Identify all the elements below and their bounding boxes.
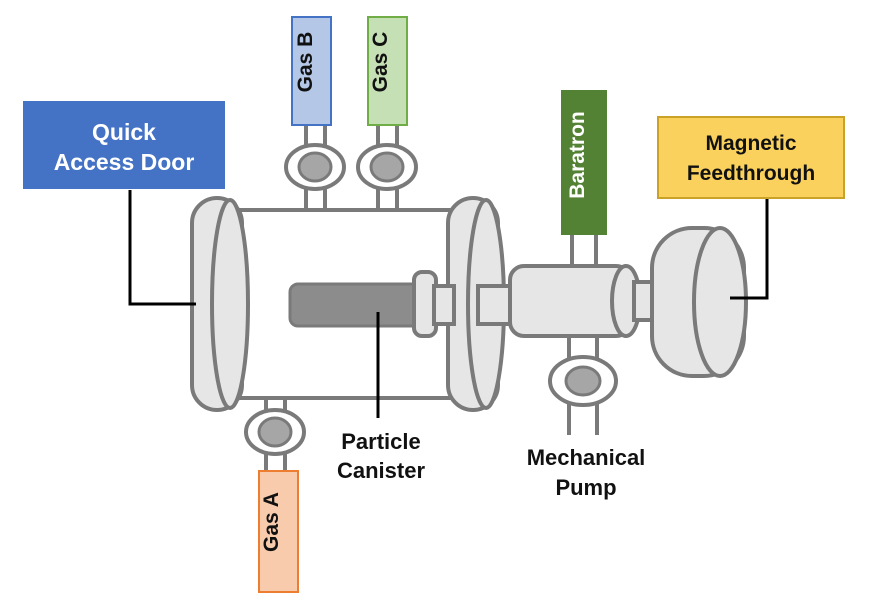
- gas-a-box: [258, 470, 299, 593]
- canister-shaft: [432, 284, 456, 326]
- mechanical-pump-callout: Mechanical Pump: [527, 445, 646, 500]
- particle-canister-label-line2: Canister: [337, 458, 425, 483]
- quick-access-door-label-line1: Quick: [92, 119, 156, 145]
- gas-c-inlet: Gas C: [356, 16, 418, 212]
- mechanical-pump-label-line1: Mechanical: [527, 445, 646, 470]
- magnetic-feedthrough-callout: Magnetic Feedthrough: [657, 116, 845, 300]
- feedthrough-assembly: [476, 226, 748, 435]
- gas-b-box: [291, 16, 332, 126]
- quick-access-door-label-line2: Access Door: [54, 149, 195, 175]
- particle-canister: [288, 270, 456, 338]
- gas-a-label: Gas A: [260, 492, 283, 552]
- quick-access-door-callout: Quick Access Door: [23, 101, 225, 306]
- gas-c-valve: [369, 151, 405, 183]
- gas-a-valve: [257, 416, 293, 448]
- pump-valve: [564, 365, 602, 397]
- magnetic-feedthrough-box: [657, 116, 845, 199]
- quick-access-door-face: [210, 198, 250, 410]
- gas-c-label: Gas C: [369, 32, 392, 93]
- baratron-box: [561, 90, 607, 235]
- gas-b-inlet: Gas B: [284, 16, 346, 212]
- particle-canister-callout: Particle Canister: [337, 312, 425, 483]
- magnetic-feedthrough-label-line1: Magnetic: [705, 132, 796, 155]
- mechanical-pump-label-line2: Pump: [555, 475, 616, 500]
- gas-b-label: Gas B: [294, 32, 317, 93]
- quick-access-door-box: [23, 101, 225, 189]
- magnetic-feedthrough-label-line2: Feedthrough: [687, 162, 815, 185]
- baratron-label: Baratron: [566, 111, 589, 199]
- particle-canister-label-line1: Particle: [341, 429, 421, 454]
- baratron: Baratron: [561, 90, 607, 235]
- canister-body: [288, 282, 432, 328]
- gas-a-inlet: Gas A: [244, 393, 306, 593]
- gas-c-box: [367, 16, 408, 126]
- magnetic-feedthrough-face: [692, 226, 748, 378]
- gas-b-valve: [297, 151, 333, 183]
